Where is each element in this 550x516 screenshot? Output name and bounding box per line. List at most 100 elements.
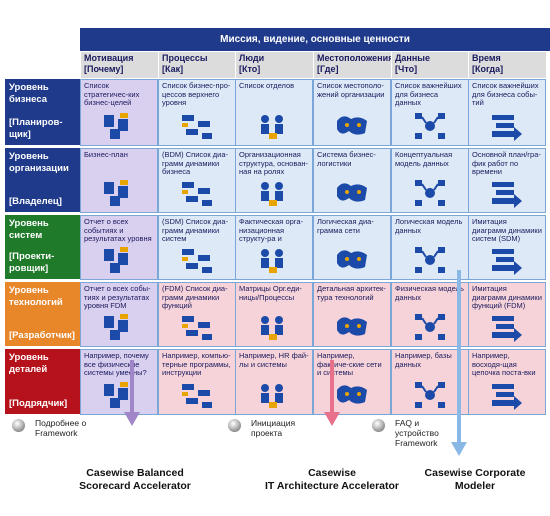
legend-bullet-framework[interactable] — [12, 419, 25, 432]
grid-cell: Например, базы данных — [391, 349, 469, 415]
grid-cell: (SDM) Список диа-грамм динамики систем — [158, 215, 236, 280]
people-icon — [261, 316, 283, 340]
row-label: Уровень деталей[Подрядчик] — [5, 349, 80, 414]
legend-faq[interactable]: FAQ и устройство Framework — [395, 418, 439, 448]
grid-cell: Основной план/гра-фик работ по времени — [468, 148, 546, 213]
process-flow-icon — [182, 115, 212, 139]
column-header: Местоположения[Где] — [313, 52, 394, 78]
process-flow-icon — [182, 182, 212, 206]
location-icon — [337, 317, 367, 336]
arrow-blue-shaft — [457, 270, 461, 445]
row-title: Уровень организации — [9, 151, 69, 174]
grid-cell: Имитация диаграмм динамики функций (FDM) — [468, 282, 546, 347]
location-icon — [337, 183, 367, 202]
cell-text: Список важнейших для бизнеса данных — [395, 82, 462, 107]
column-title: Время — [472, 53, 501, 63]
legend-bullet-faq[interactable] — [372, 419, 385, 432]
cell-text: Отчет о всех собы-тиях и результатах уро… — [84, 285, 151, 310]
process-flow-icon — [182, 316, 212, 340]
arrow-blue-head — [451, 442, 467, 456]
timeline-arrow-icon — [492, 316, 522, 342]
grid-cell: Например, HR фай-лы и системы — [235, 349, 313, 415]
row-label: Уровень технологий[Разработчик] — [5, 282, 80, 346]
header-title: Миссия, видение, основные ценности — [220, 34, 410, 45]
cell-text: Фактическая орга-низационная структу-ра … — [239, 218, 304, 244]
grid-cell: (FDM) Список диа-грамм динамики функций — [158, 282, 236, 347]
timeline-arrow-icon — [492, 115, 522, 141]
cell-text: Например, фактиче-ские сети и системы — [317, 352, 382, 377]
column-header: Мотивация[Почему] — [80, 52, 158, 78]
cell-text: Отчет о всех событиях и результатах уров… — [84, 218, 152, 244]
cell-text: Список местополо-жений организации — [317, 82, 385, 99]
cell-text: Физическая модель данных — [395, 285, 464, 302]
column-title: Люди — [239, 53, 265, 63]
product-line2: Scorecard Accelerator — [79, 480, 191, 492]
legend-bullet-project[interactable] — [228, 419, 241, 432]
legend-project[interactable]: Инициация проекта — [251, 418, 296, 438]
grid-cell: Например, компью-терные программы, инстр… — [158, 349, 236, 415]
documents-icon — [104, 314, 128, 340]
grid-cell: Список стратегичес-ких бизнес-целей — [80, 79, 158, 146]
timeline-arrow-icon — [492, 249, 522, 275]
cell-text: Например, базы данных — [395, 352, 452, 369]
cell-text: Логическая диа-грамма сети — [317, 218, 374, 235]
product-line2: IT Architecture Accelerator — [264, 480, 400, 492]
process-flow-icon — [182, 384, 212, 408]
cell-text: Имитация диаграмм динамики систем (SDM) — [472, 218, 542, 243]
grid-cell: Список отделов — [235, 79, 313, 146]
column-subtitle: [Кто] — [239, 64, 261, 74]
row-role: [Планиров-щик] — [9, 117, 63, 140]
product-line1: Casewise Balanced — [86, 467, 184, 479]
process-flow-icon — [182, 249, 212, 273]
legend-framework[interactable]: Подробнее о Framework — [35, 418, 87, 438]
grid-cell: Бизнес-план — [80, 148, 158, 213]
column-subtitle: [Что] — [395, 64, 418, 74]
grid-cell: Фактическая орга-низационная структу-ра … — [235, 215, 313, 280]
row-label: Уровень организации[Владелец] — [5, 148, 80, 212]
grid-cell: Организационная структура, основан-ная н… — [235, 148, 313, 213]
grid-cell: Логическая диа-грамма сети — [313, 215, 391, 280]
data-network-icon — [415, 247, 445, 273]
location-icon — [337, 116, 367, 135]
row-title: Уровень систем — [9, 218, 49, 241]
documents-icon — [104, 247, 128, 273]
product-line1: Casewise — [308, 467, 356, 479]
row-title: Уровень технологий — [9, 285, 63, 308]
cell-text: Например, HR фай-лы и системы — [239, 352, 309, 369]
data-network-icon — [415, 180, 445, 206]
people-icon — [261, 115, 283, 139]
cell-text: Список важнейших для бизнеса собы-тий — [472, 82, 539, 107]
column-title: Данные — [395, 53, 430, 63]
documents-icon — [104, 382, 128, 408]
cell-text: Детальная архитек-тура технологий — [317, 285, 386, 302]
row-label: Уровень систем[Проекти-ровщик] — [5, 215, 80, 279]
grid-cell: Физическая модель данных — [391, 282, 469, 347]
timeline-arrow-icon — [492, 182, 522, 208]
arrow-pink-head — [324, 412, 340, 426]
grid-cell: Список важнейших для бизнеса собы-тий — [468, 79, 546, 146]
people-icon — [261, 384, 283, 408]
column-title: Процессы — [162, 53, 208, 63]
cell-text: Система бизнес-логистики — [317, 151, 376, 168]
data-network-icon — [415, 314, 445, 340]
grid-cell: (BDM) Список диа-грамм динамики бизнеса — [158, 148, 236, 213]
column-header: Данные[Что] — [391, 52, 469, 78]
column-subtitle: [Где] — [317, 64, 339, 74]
cell-text: (FDM) Список диа-грамм динамики функций — [162, 285, 228, 310]
grid-cell: Система бизнес-логистики — [313, 148, 391, 213]
cell-text: (BDM) Список диа-грамм динамики бизнеса — [162, 151, 229, 176]
cell-text: Основной план/гра-фик работ по времени — [472, 151, 541, 176]
cell-text: Список отделов — [239, 82, 295, 90]
data-network-icon — [415, 382, 445, 408]
row-role: [Подрядчик] — [9, 398, 68, 409]
column-title: Местоположения — [317, 53, 394, 63]
column-subtitle: [Как] — [162, 64, 184, 74]
column-header: Люди[Кто] — [235, 52, 313, 78]
cell-text: Концептуальная модель данных — [395, 151, 453, 168]
people-icon — [261, 182, 283, 206]
column-header: Процессы[Как] — [158, 52, 236, 78]
cell-text: Имитация диаграмм динамики функций (FDM) — [472, 285, 542, 310]
grid-cell: Отчет о всех собы-тиях и результатах уро… — [80, 282, 158, 347]
